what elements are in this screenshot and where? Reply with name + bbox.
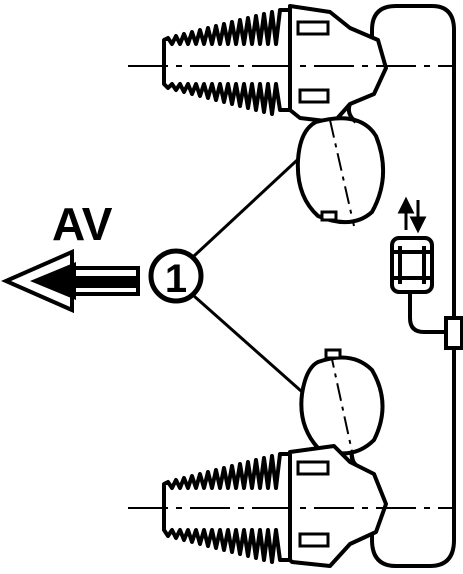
upper-sphere (295, 103, 386, 227)
direction-label-av: AV (52, 198, 113, 250)
callout-1: 1 (148, 248, 204, 304)
lower-sphere (299, 348, 385, 471)
pipe-branch (408, 290, 452, 334)
pipe-junction (444, 316, 463, 350)
upper-strut-assembly (128, 4, 452, 124)
central-valve (390, 236, 434, 294)
leader-lines (192, 148, 319, 408)
direction-arrow-icon (1, 248, 140, 314)
callout-number: 1 (165, 257, 187, 301)
upper-bellows (162, 8, 292, 116)
hydraulic-pipe-frame (370, 3, 456, 568)
lower-strut-assembly (128, 444, 452, 568)
flow-arrows-icon (397, 196, 427, 234)
